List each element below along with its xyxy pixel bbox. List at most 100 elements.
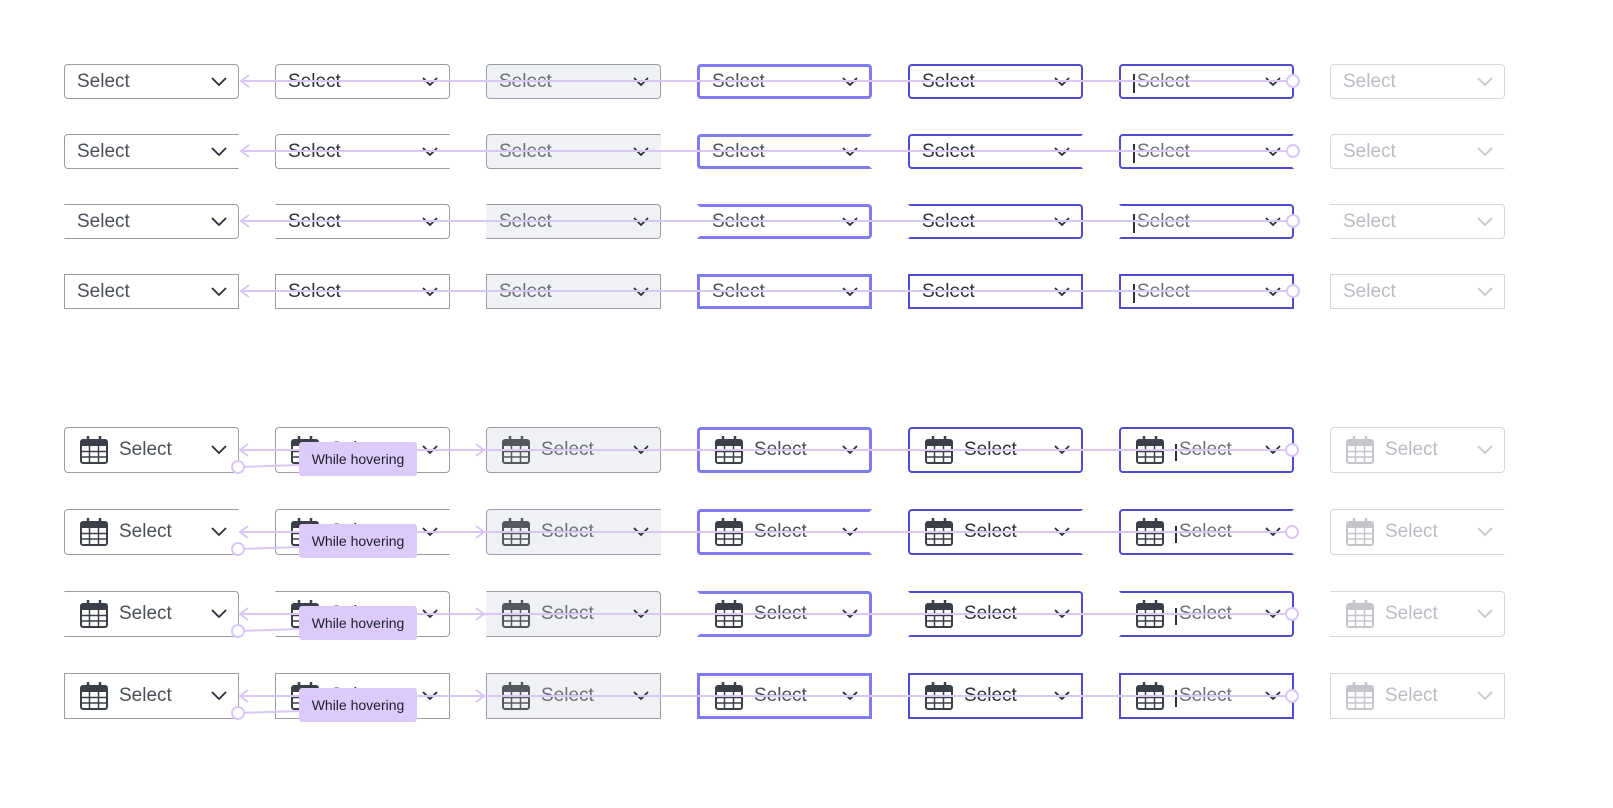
select-label: Select — [754, 521, 807, 542]
select-with-calendar-round-right-focus[interactable]: Select — [697, 591, 872, 637]
select-label: Select — [754, 685, 807, 706]
arrow-icon — [239, 284, 250, 298]
select-with-calendar-square-filled[interactable]: Select — [908, 673, 1083, 719]
select-with-calendar-round-filled[interactable]: Select — [908, 427, 1083, 473]
chevron-down-icon — [1053, 441, 1071, 459]
select-label: Select — [119, 439, 172, 460]
arrow-icon — [239, 144, 250, 158]
select-plain-square-typing[interactable]: Select — [1119, 274, 1294, 309]
select-with-calendar-square-focus[interactable]: Select — [697, 673, 872, 719]
text-caret — [1133, 143, 1135, 163]
select-plain-round-right-filled[interactable]: Select — [908, 204, 1083, 239]
select-with-calendar-square-typing[interactable]: Select — [1119, 673, 1294, 719]
chevron-down-icon — [1476, 441, 1494, 459]
chevron-down-icon — [421, 143, 439, 161]
select-with-calendar-round-pressed[interactable]: Select — [486, 427, 661, 473]
calendar-icon — [924, 599, 954, 629]
chevron-down-icon — [1264, 441, 1282, 459]
select-with-calendar-round-right-default[interactable]: Select — [64, 591, 239, 637]
select-with-calendar-round-left-focus[interactable]: Select — [697, 509, 872, 555]
select-with-calendar-round-left-default[interactable]: Select — [64, 509, 239, 555]
select-label: Select — [541, 603, 594, 624]
select-plain-round-right-focus[interactable]: Select — [697, 204, 872, 239]
select-plain-round-right-hover[interactable]: Select — [275, 204, 450, 239]
select-plain-square-disabled: Select — [1330, 274, 1505, 309]
chevron-down-icon — [1476, 73, 1494, 91]
calendar-icon — [714, 435, 744, 465]
select-with-calendar-round-default[interactable]: Select — [64, 427, 239, 473]
chevron-down-icon — [421, 73, 439, 91]
select-label: Select — [499, 210, 552, 232]
select-plain-round-left-hover[interactable]: Select — [275, 134, 450, 169]
chevron-down-icon — [421, 687, 439, 705]
select-label: Select — [1385, 521, 1438, 542]
select-plain-square-filled[interactable]: Select — [908, 274, 1083, 309]
chevron-down-icon — [841, 213, 859, 231]
select-label: Select — [119, 521, 172, 542]
calendar-icon — [79, 517, 109, 547]
select-label: Select — [1133, 281, 1264, 303]
select-with-calendar-round-right-typing[interactable]: Select — [1119, 591, 1294, 637]
select-plain-round-hover[interactable]: Select — [275, 64, 450, 99]
chevron-down-icon — [841, 283, 859, 301]
select-plain-round-filled[interactable]: Select — [908, 64, 1083, 99]
chevron-down-icon — [210, 73, 228, 91]
select-with-calendar-round-left-typing[interactable]: Select — [1119, 509, 1294, 555]
select-with-calendar-square-default[interactable]: Select — [64, 673, 239, 719]
select-label: Select — [77, 210, 130, 232]
select-label: Select — [77, 140, 130, 162]
select-plain-square-hover[interactable]: Select — [275, 274, 450, 309]
select-label: Select — [1175, 603, 1264, 625]
chevron-down-icon — [841, 605, 859, 623]
select-plain-square-default[interactable]: Select — [64, 274, 239, 309]
calendar-icon — [1135, 517, 1165, 547]
chevron-down-icon — [421, 213, 439, 231]
select-plain-round-pressed[interactable]: Select — [486, 64, 661, 99]
calendar-icon — [501, 599, 531, 629]
select-label: Select — [1133, 71, 1264, 93]
chevron-down-icon — [632, 605, 650, 623]
select-with-calendar-round-left-pressed[interactable]: Select — [486, 509, 661, 555]
select-plain-round-typing[interactable]: Select — [1119, 64, 1294, 99]
calendar-icon — [714, 517, 744, 547]
select-plain-round-focus[interactable]: Select — [697, 64, 872, 99]
calendar-icon — [1345, 599, 1375, 629]
select-plain-round-right-typing[interactable]: Select — [1119, 204, 1294, 239]
select-label: Select — [1385, 603, 1438, 624]
calendar-icon — [1135, 681, 1165, 711]
chevron-down-icon — [1053, 523, 1071, 541]
select-with-calendar-round-disabled: Select — [1330, 427, 1505, 473]
select-with-calendar-round-left-filled[interactable]: Select — [908, 509, 1083, 555]
select-label: Select — [712, 210, 765, 232]
select-plain-round-left-focus[interactable]: Select — [697, 134, 872, 169]
select-label: Select — [77, 280, 130, 302]
arrow-icon — [475, 607, 486, 621]
select-with-calendar-round-right-pressed[interactable]: Select — [486, 591, 661, 637]
select-with-calendar-square-pressed[interactable]: Select — [486, 673, 661, 719]
select-with-calendar-square-disabled: Select — [1330, 673, 1505, 719]
select-plain-square-pressed[interactable]: Select — [486, 274, 661, 309]
select-plain-round-default[interactable]: Select — [64, 64, 239, 99]
select-plain-round-left-pressed[interactable]: Select — [486, 134, 661, 169]
select-plain-round-right-pressed[interactable]: Select — [486, 204, 661, 239]
select-plain-square-focus[interactable]: Select — [697, 274, 872, 309]
select-with-calendar-round-typing[interactable]: Select — [1119, 427, 1294, 473]
chevron-down-icon — [841, 687, 859, 705]
chevron-down-icon — [210, 523, 228, 541]
select-label: Select — [499, 140, 552, 162]
select-with-calendar-round-focus[interactable]: Select — [697, 427, 872, 473]
chevron-down-icon — [1476, 143, 1494, 161]
arrow-icon — [475, 689, 486, 703]
arrow-icon — [239, 214, 250, 228]
select-plain-round-left-default[interactable]: Select — [64, 134, 239, 169]
chevron-down-icon — [421, 283, 439, 301]
select-with-calendar-round-right-filled[interactable]: Select — [908, 591, 1083, 637]
select-plain-round-right-default[interactable]: Select — [64, 204, 239, 239]
chevron-down-icon — [210, 605, 228, 623]
select-plain-round-left-filled[interactable]: Select — [908, 134, 1083, 169]
select-with-calendar-round-right-disabled: Select — [1330, 591, 1505, 637]
select-plain-round-left-typing[interactable]: Select — [1119, 134, 1294, 169]
select-plain-round-left-disabled: Select — [1330, 134, 1505, 169]
chevron-down-icon — [1264, 605, 1282, 623]
chevron-down-icon — [1264, 687, 1282, 705]
